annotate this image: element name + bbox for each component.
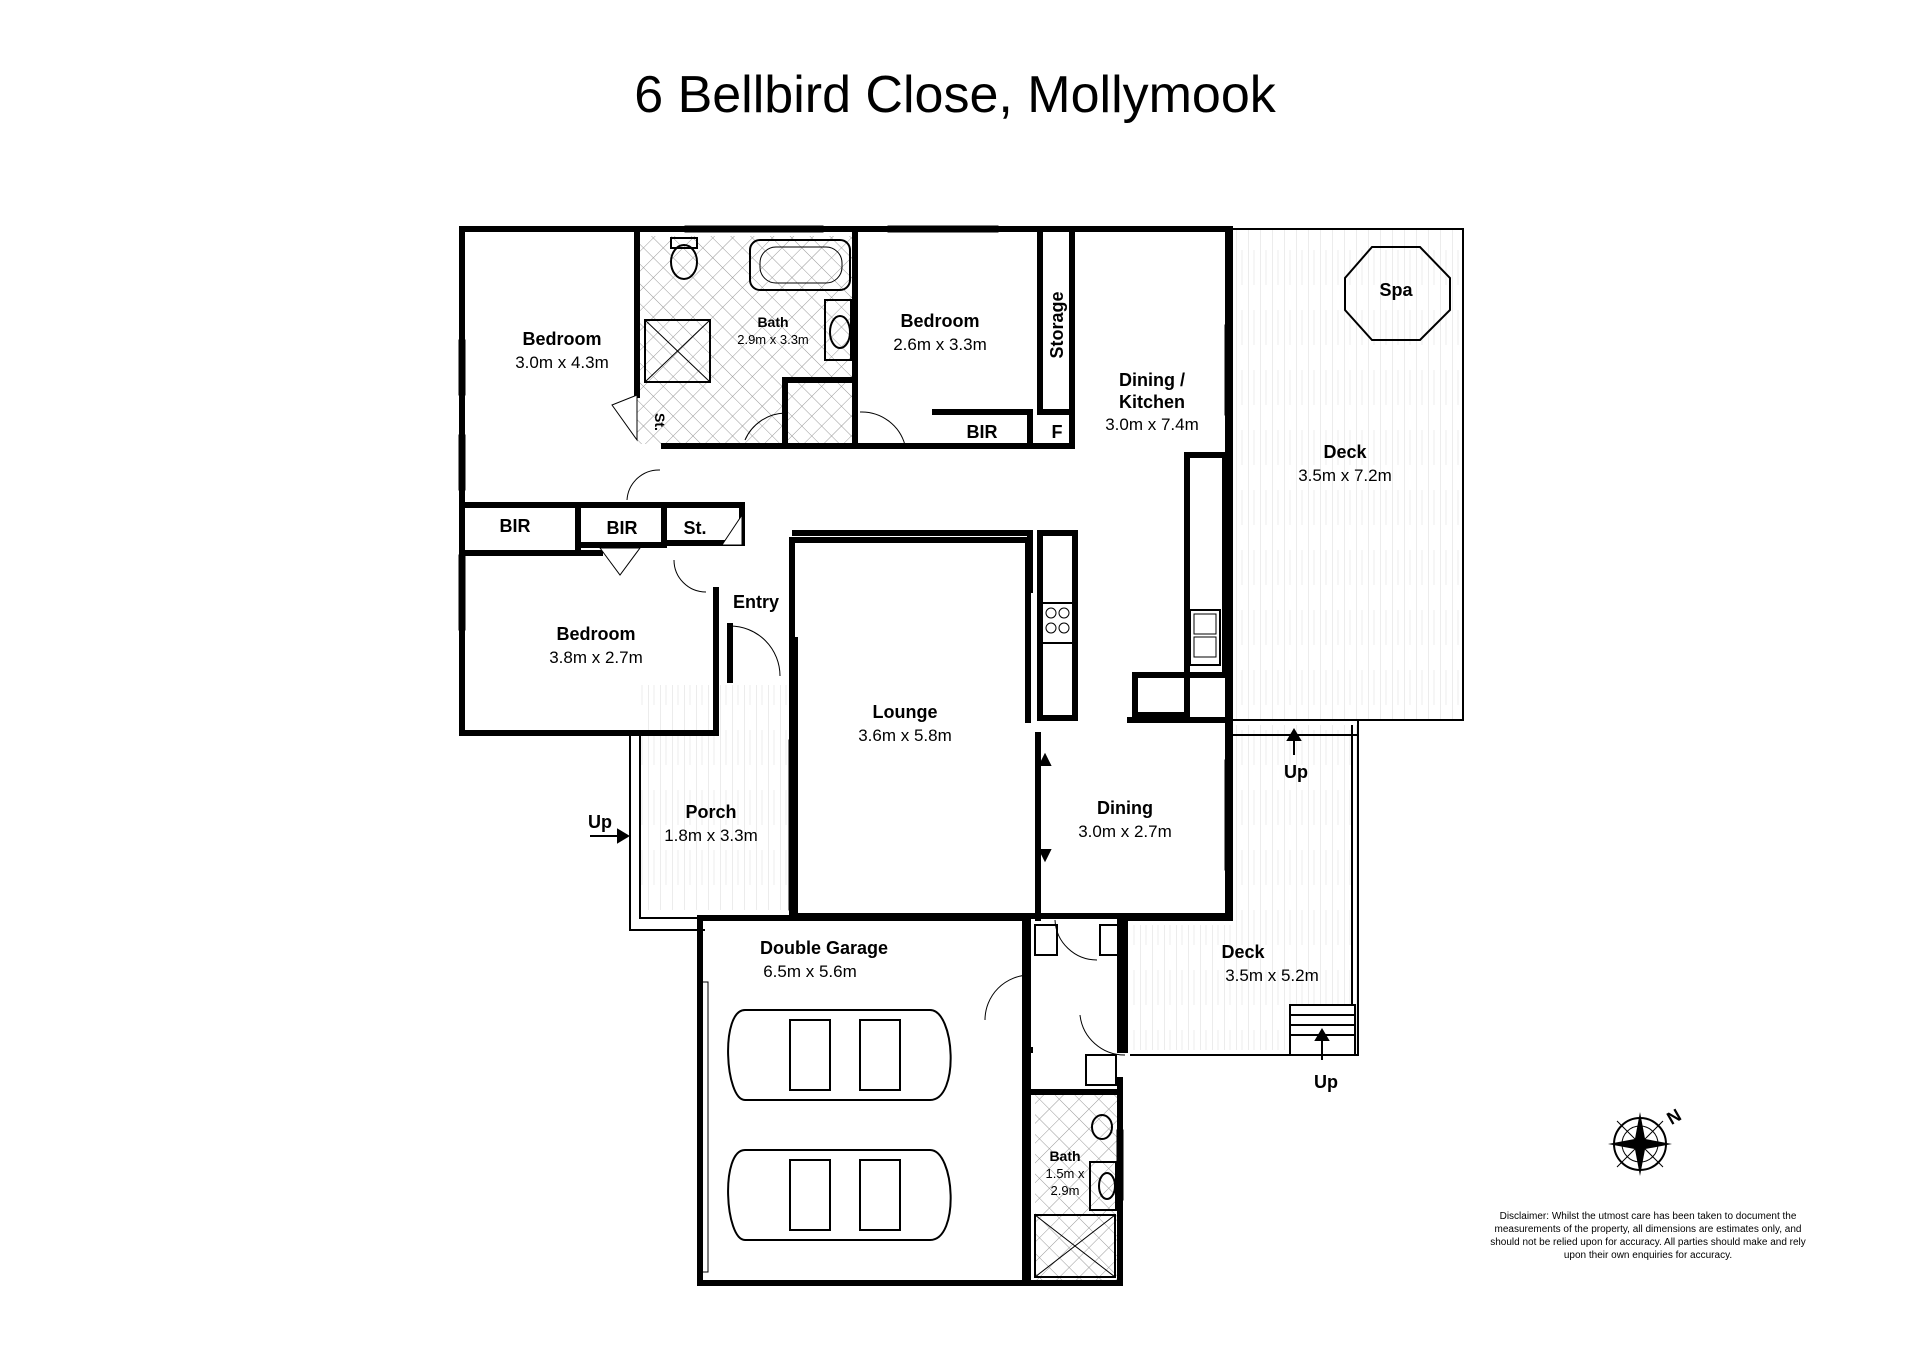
deck-lower-floor	[1233, 725, 1358, 925]
bedroom1-name: Bedroom	[522, 329, 601, 349]
bath1-name: Bath	[757, 314, 788, 330]
entry-wall	[713, 587, 733, 683]
deck1-dims: 3.5m x 7.2m	[1298, 466, 1392, 485]
disclaimer-line-1: Disclaimer: Whilst the utmost care has b…	[1500, 1211, 1797, 1222]
bath2-name: Bath	[1049, 1148, 1080, 1164]
lounge-dims: 3.6m x 5.8m	[858, 726, 952, 745]
bedroom1-walls	[459, 226, 581, 556]
bedroom1-dims: 3.0m x 4.3m	[515, 353, 609, 372]
up-deck-bottom-label: Up	[1314, 1072, 1338, 1092]
bir-mid-label: BIR	[607, 518, 638, 538]
bir-mid-walls	[575, 502, 667, 548]
dining-kitchen-dims: 3.0m x 7.4m	[1105, 415, 1199, 434]
porch-dims: 1.8m x 3.3m	[664, 826, 758, 845]
deck2-name: Deck	[1221, 942, 1265, 962]
lounge-top-wall	[792, 530, 1033, 593]
bath2-shower	[1034, 1214, 1116, 1278]
dining-dims: 3.0m x 2.7m	[1078, 822, 1172, 841]
garage-window	[699, 981, 709, 1273]
spa-label: Spa	[1379, 280, 1413, 300]
bath2-dims-2: 2.9m	[1051, 1183, 1080, 1198]
dining-kitchen-name-2: Kitchen	[1119, 392, 1185, 412]
up-arrows	[590, 728, 1330, 1060]
porch-name: Porch	[685, 802, 736, 822]
lounge-name: Lounge	[873, 702, 938, 722]
garage-dims: 6.5m x 5.6m	[763, 962, 857, 981]
up-deck-top-label: Up	[1284, 762, 1308, 782]
bedroom3-name: Bedroom	[556, 624, 635, 644]
entry-label: Entry	[733, 592, 779, 612]
bir-left-label: BIR	[500, 516, 531, 536]
bedroom2-dims: 2.6m x 3.3m	[893, 335, 987, 354]
compass-icon	[1608, 1112, 1672, 1176]
porch-outline	[629, 735, 705, 931]
bedroom2-walls	[852, 226, 1075, 449]
compass-n-label: N	[1663, 1105, 1684, 1129]
kitchen-peninsula	[1132, 672, 1190, 718]
bedroom3-dims: 3.8m x 2.7m	[549, 648, 643, 667]
st-top-label: St.	[652, 413, 668, 431]
disclaimer-line-3: should not be relied upon for accuracy. …	[1490, 1237, 1806, 1248]
bath2-tiles	[1035, 1095, 1119, 1285]
bath2-dims-1: 1.5m x	[1045, 1166, 1085, 1181]
disclaimer-line-2: measurements of the property, all dimens…	[1494, 1224, 1801, 1235]
dining-kitchen-name-1: Dining /	[1119, 370, 1185, 390]
kitchen-appliances	[1041, 602, 1221, 666]
car-1	[727, 1009, 952, 1101]
door-swings	[599, 394, 1126, 1056]
bath2-shower-x2	[1034, 1214, 1116, 1278]
porch-outline-2	[639, 735, 705, 919]
deck1-name: Deck	[1323, 442, 1367, 462]
up-porch-label: Up	[588, 812, 612, 832]
kitchen-bench-island	[1037, 530, 1078, 721]
garage-right-walls	[1025, 915, 1123, 1286]
hall-walls	[575, 502, 745, 546]
storage-label: Storage	[1047, 291, 1067, 358]
fridge-label: F	[1052, 422, 1063, 442]
bath1-fixtures	[644, 237, 852, 383]
plan-title: 6 Bellbird Close, Mollymook	[634, 66, 1277, 124]
dining-name: Dining	[1097, 798, 1153, 818]
garage-name: Double Garage	[760, 938, 888, 958]
st-mid-label: St.	[683, 518, 706, 538]
bath1-dims: 2.9m x 3.3m	[737, 332, 809, 347]
spa	[1344, 246, 1451, 341]
disclaimer-line-4: upon their own enquiries for accuracy.	[1564, 1250, 1732, 1261]
windows	[458, 225, 1232, 1201]
storage-walls	[1037, 226, 1075, 415]
deck2-dims: 3.5m x 5.2m	[1225, 966, 1319, 985]
bath2-fixtures	[1034, 924, 1121, 1211]
deck-upper-floor	[1233, 229, 1463, 720]
bir-top-label: BIR	[967, 422, 998, 442]
bedroom2-name: Bedroom	[900, 311, 979, 331]
car-2	[727, 1149, 952, 1241]
bath2-walls	[1025, 1089, 1123, 1286]
